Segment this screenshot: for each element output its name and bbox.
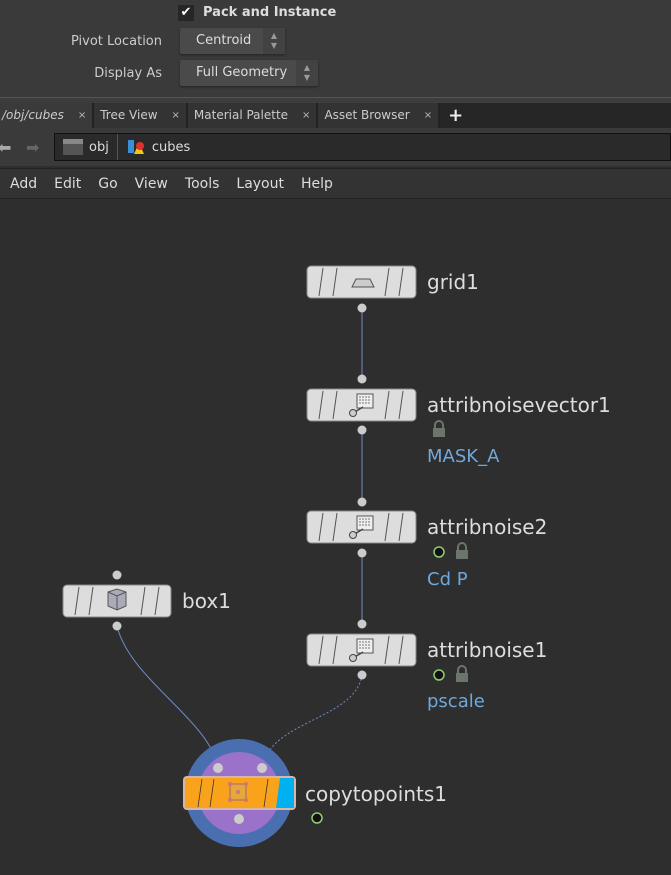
node-attribute-label: MASK_A [427,446,500,467]
tab-material-palette[interactable]: Material Palette × [187,103,319,128]
path-row: ⬅ ➡ obj cubes [0,128,671,166]
tab-network[interactable]: /obj/cubes × [0,103,95,128]
parameter-panel: ✔ Pack and Instance Pivot Location Centr… [0,0,671,97]
node-label: box1 [182,589,231,613]
updown-arrow-icon: ▲▼ [296,60,318,86]
node-attribnoise2[interactable]: attribnoise2 Cd P [306,497,547,591]
menu-bar: Add Edit Go View Tools Layout Help [0,168,671,199]
pack-instance-checkbox[interactable]: ✔ [178,5,194,21]
pivot-location-label: Pivot Location [70,34,162,49]
obj-network-icon [63,139,83,155]
menu-tools[interactable]: Tools [184,175,220,192]
pane-tabs: /obj/cubes × Tree View × Material Palette ×… [0,103,671,128]
lock-icon [433,420,445,437]
pack-instance-label: Pack and Instance [203,5,337,20]
tab-label: Asset Browser [324,108,410,122]
pivot-location-value: Centroid [196,33,252,48]
crumb-label: cubes [151,139,191,155]
back-arrow-icon[interactable]: ⬅ [0,138,12,157]
node-label: attribnoisevector1 [427,393,611,417]
breadcrumb: obj cubes [54,133,671,161]
node-attribute-label: Cd P [427,569,468,590]
close-icon[interactable]: × [171,110,180,121]
menu-layout[interactable]: Layout [236,175,284,192]
tab-label: Material Palette [193,108,289,122]
close-icon[interactable]: × [423,110,433,121]
updown-arrow-icon: ▲▼ [263,28,285,54]
node-label: attribnoise1 [427,638,547,662]
display-as-value: Full Geometry [196,65,288,80]
menu-go[interactable]: Go [98,175,118,192]
breadcrumb-cubes[interactable]: cubes [118,134,198,160]
display-as-label: Display As [94,66,162,81]
lock-icon [456,665,468,682]
node-label: copytopoints1 [305,782,447,806]
node-attribnoisevector1[interactable]: attribnoisevector1 MASK_A [306,374,611,468]
breadcrumb-obj[interactable]: obj [55,134,118,160]
time-dependent-icon [433,669,445,681]
close-icon[interactable]: × [77,110,87,121]
pane-splitter[interactable] [0,97,671,103]
menu-view[interactable]: View [134,175,168,192]
node-label: attribnoise2 [427,515,547,539]
node-copytopoints1[interactable]: copytopoints1 [183,739,447,847]
box-icon [107,588,127,611]
time-dependent-icon [311,812,323,824]
tab-label: Tree View [100,108,158,122]
pivot-location-select[interactable]: Centroid ▲▼ [180,28,285,54]
node-box1[interactable]: box1 [62,570,231,631]
network-editor[interactable]: grid1 attribnoisevector1 MASK_A attribno… [0,200,671,875]
display-as-select[interactable]: Full Geometry ▲▼ [180,60,318,86]
menu-edit[interactable]: Edit [54,175,82,192]
tab-label: /obj/cubes [2,108,64,122]
add-tab-button[interactable]: + [448,105,464,126]
forward-arrow-icon[interactable]: ➡ [26,138,40,157]
node-grid1[interactable]: grid1 [306,265,479,313]
node-label: grid1 [427,270,479,294]
node-attribnoise1[interactable]: attribnoise1 pscale [306,619,547,713]
node-attribute-label: pscale [427,691,485,712]
menu-add[interactable]: Add [10,175,38,192]
copy-to-points-icon [228,782,248,802]
grid-icon [351,278,375,288]
geometry-object-icon [127,140,144,154]
lock-icon [456,542,468,559]
close-icon[interactable]: × [302,110,311,121]
tab-asset-browser[interactable]: Asset Browser × [318,103,441,128]
crumb-label: obj [89,139,109,155]
tab-tree-view[interactable]: Tree View × [94,103,188,128]
time-dependent-icon [433,546,445,558]
menu-help[interactable]: Help [300,175,333,192]
